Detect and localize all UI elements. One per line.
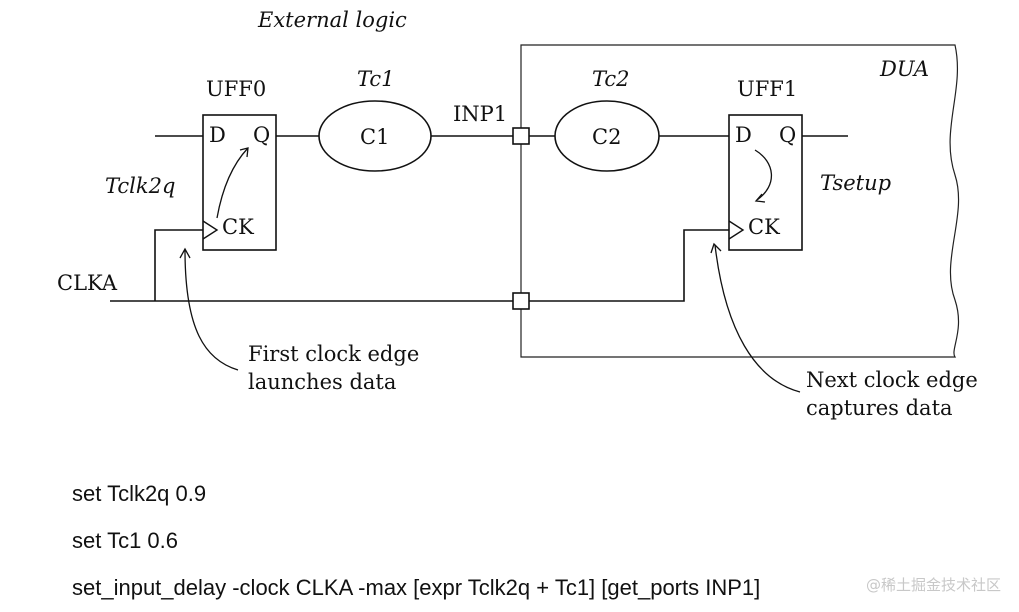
uff0-box	[202, 114, 277, 251]
launch-annotation-line1: First clock edge	[248, 342, 419, 366]
capture-annotation-line1: Next clock edge	[806, 368, 978, 392]
tc2-label: Tc2	[592, 67, 630, 91]
capture-pointer-head	[710, 242, 722, 254]
external-logic-label: External logic	[257, 8, 407, 32]
capture-pointer	[714, 244, 801, 393]
c1-label: C1	[360, 125, 389, 149]
uff0-pin-q: Q	[253, 123, 270, 147]
inp1-label: INP1	[453, 102, 507, 126]
uff0-pin-d: D	[209, 123, 226, 147]
wire-clka-uff1	[529, 229, 729, 302]
uff1-box	[728, 114, 803, 251]
uff0-arrowhead	[239, 147, 249, 158]
tsetup-label: Tsetup	[820, 171, 891, 195]
uff1-clock-triangle	[728, 220, 745, 240]
dua-boundary	[520, 44, 960, 358]
dua-label: DUA	[879, 57, 929, 81]
uff1-pin-ck: CK	[748, 215, 780, 239]
clka-port	[512, 292, 530, 310]
c2-label: C2	[592, 125, 621, 149]
uff1-pin-d: D	[735, 123, 752, 147]
capture-annotation-line2: captures data	[806, 396, 953, 420]
uff0-pin-ck: CK	[222, 215, 254, 239]
launch-annotation-line2: launches data	[248, 370, 396, 394]
sdc-commands: set Tclk2q 0.9 set Tc1 0.6 set_input_del…	[72, 470, 760, 611]
launch-pointer-head	[179, 247, 191, 259]
uff1-label: UFF1	[737, 77, 797, 101]
uff1-d-to-ck-arrow	[754, 149, 773, 201]
uff0-clock-triangle	[202, 220, 219, 240]
tc1-label: Tc1	[357, 67, 395, 91]
wire-clka-uff0	[154, 229, 203, 301]
command-line: set_input_delay -clock CLKA -max [expr T…	[72, 575, 761, 600]
launch-pointer	[184, 249, 239, 371]
uff1-arrowhead	[754, 193, 766, 203]
watermark: @稀土掘金技术社区	[865, 576, 1001, 594]
inp1-port	[512, 127, 530, 145]
tclk2q-label: Tclk2q	[105, 174, 175, 198]
uff0-label: UFF0	[206, 77, 266, 101]
uff0-ck-to-q-arrow	[216, 147, 249, 219]
uff1-pin-q: Q	[779, 123, 796, 147]
command-line: set Tclk2q 0.9	[72, 481, 207, 506]
command-line: set Tc1 0.6	[72, 528, 178, 553]
clka-label: CLKA	[57, 271, 118, 295]
